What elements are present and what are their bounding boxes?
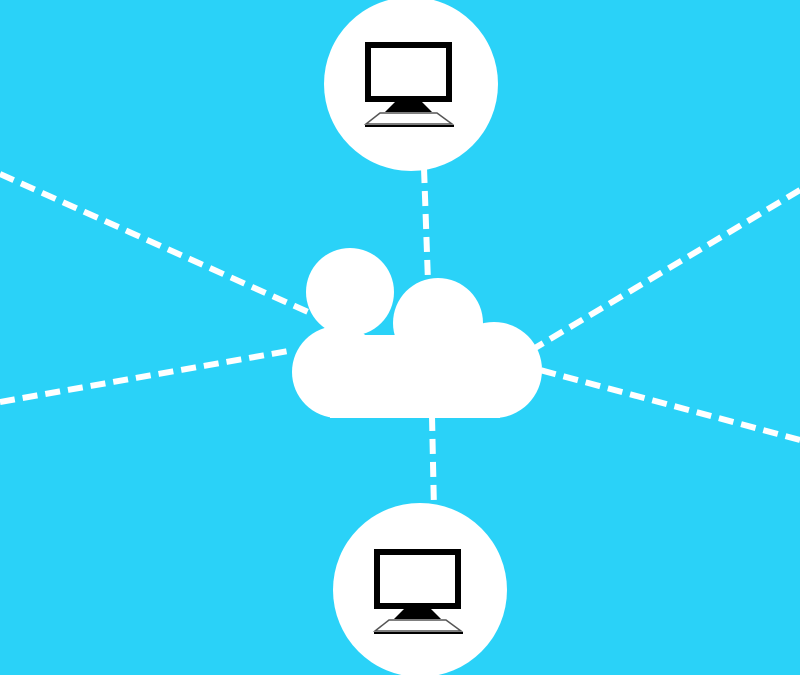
desktop-computer-icon — [363, 42, 455, 127]
cloud-icon — [292, 248, 542, 418]
connection-line-top — [421, 167, 431, 283]
computer-node-bottom — [333, 503, 507, 675]
connections — [0, 167, 800, 511]
node-circle — [324, 0, 498, 171]
connection-line-left-lower — [0, 347, 295, 405]
computer-node-top — [324, 0, 498, 171]
connection-line-bottom — [429, 415, 437, 511]
connection-line-left-upper — [0, 171, 310, 315]
node-circle — [333, 503, 507, 675]
desktop-computer-icon — [372, 549, 464, 634]
connection-line-right-upper — [533, 187, 800, 351]
